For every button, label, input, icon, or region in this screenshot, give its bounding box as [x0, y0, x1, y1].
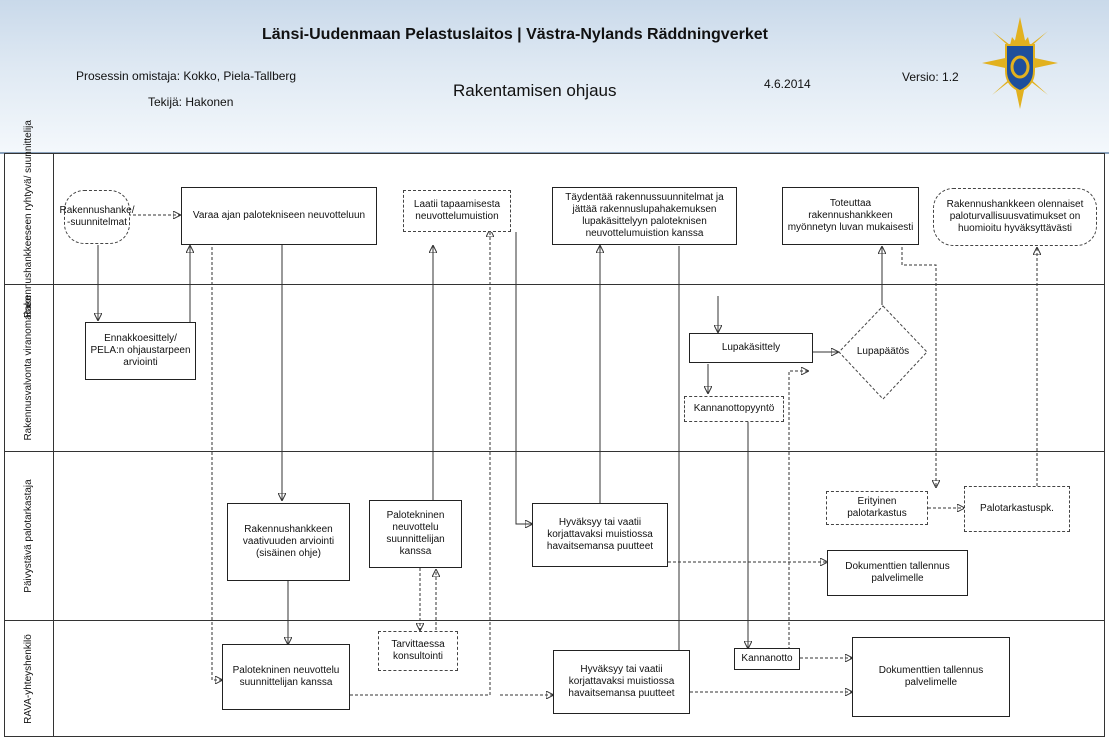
document-node: Palotarkastuspk.: [964, 486, 1070, 532]
process-title: Rakentamisen ohjaus: [453, 81, 617, 100]
task-node: Kannanotto: [734, 648, 800, 670]
document-version: Versio: 1.2: [902, 70, 959, 84]
task-node: Rakennushankkeen vaativuuden arviointi (…: [227, 503, 350, 581]
task-node: Hyväksyy tai vaatii korjattavaksi muisti…: [532, 503, 668, 567]
flow-arrow: [788, 371, 808, 650]
process-author: Tekijä: Hakonen: [148, 95, 234, 109]
flow-arrow: [350, 230, 490, 696]
header-banner: Länsi-Uudenmaan Pelastuslaitos | Västra-…: [0, 0, 1109, 154]
task-node: Erityinen palotarkastus: [826, 491, 928, 525]
flow-arrow: [901, 247, 936, 487]
task-node: Varaa ajan palotekniseen neuvotteluun: [181, 187, 377, 245]
task-node: Palotekninen neuvottelu suunnittelijan k…: [222, 644, 350, 710]
decision-label: Lupapäätös: [856, 346, 910, 357]
document-date: 4.6.2014: [764, 77, 811, 91]
task-node: Täydentää rakennussuunnitelmat ja jättää…: [552, 187, 737, 245]
task-node: Palotekninen neuvottelu suunnittelijan k…: [369, 500, 462, 568]
organization-title: Länsi-Uudenmaan Pelastuslaitos | Västra-…: [262, 26, 768, 43]
flow-arrow: [515, 232, 532, 524]
flow-arrow: [211, 247, 222, 680]
task-node: Lupakäsittely: [689, 333, 813, 363]
task-node: Dokumenttien tallennus palvelimelle: [827, 550, 968, 596]
document-node: Laatii tapaamisesta neuvottelumuistion: [403, 190, 511, 232]
task-node: Dokumenttien tallennus palvelimelle: [852, 637, 1010, 717]
task-node: Ennakkoesittely/ PELA:n ohjaustarpeen ar…: [85, 322, 196, 380]
task-node: Hyväksyy tai vaatii korjattavaksi muisti…: [553, 650, 690, 714]
task-node: Kannanottopyyntö: [684, 396, 784, 422]
end-node: Rakennushankkeen olennaiset paloturvalli…: [933, 188, 1097, 246]
process-owner: Prosessin omistaja: Kokko, Piela-Tallber…: [76, 69, 297, 83]
task-node: Tarvittaessa konsultointi: [378, 631, 458, 671]
task-node: Toteuttaa rakennushankkeen myönnetyn luv…: [782, 187, 919, 245]
rescue-department-emblem-icon: [982, 17, 1058, 109]
start-node: Rakennushanke/ -suunnitelmat: [59, 190, 135, 244]
decision-diamond: [838, 305, 928, 400]
lane-rava: RAVA-yhteyshenkilö: [4, 620, 1105, 737]
